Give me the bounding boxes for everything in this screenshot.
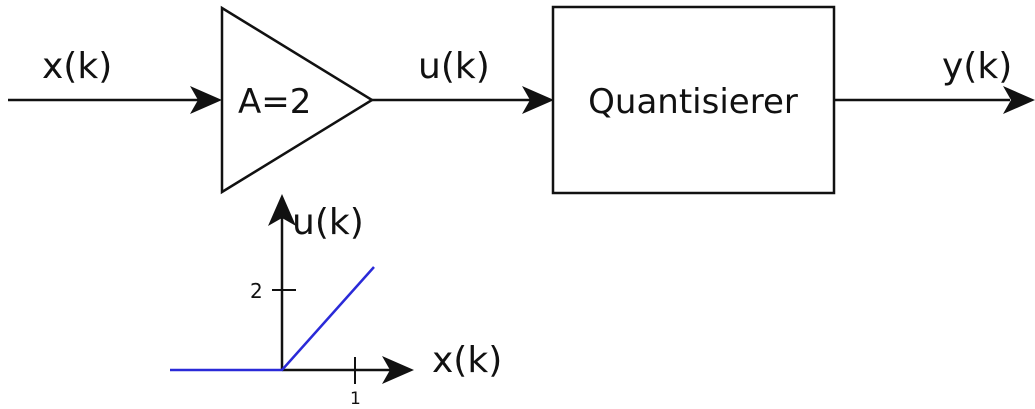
plot-x-axis-label: x(k) <box>432 340 502 381</box>
plot-y-axis-label: u(k) <box>292 202 364 243</box>
amplifier-triangle <box>220 5 375 195</box>
intermediate-signal-label: u(k) <box>418 46 490 87</box>
output-signal-label: y(k) <box>942 46 1012 87</box>
plot-y-axis-arrowhead <box>268 194 296 226</box>
characteristic-plot: u(k) x(k) 2 1 <box>170 194 502 409</box>
output-signal-arrow <box>834 86 1035 114</box>
plot-x-tick-label: 1 <box>350 389 361 409</box>
input-signal-label: x(k) <box>42 46 112 87</box>
amplifier-label: A=2 <box>238 82 311 122</box>
intermediate-signal-arrow <box>372 86 554 114</box>
quantizer-block <box>551 5 836 195</box>
input-signal-arrow <box>8 86 222 114</box>
characteristic-curve <box>170 266 375 372</box>
plot-y-tick-label: 2 <box>250 279 263 303</box>
plot-x-axis-arrowhead <box>382 356 414 384</box>
quantizer-label: Quantisierer <box>588 82 798 122</box>
